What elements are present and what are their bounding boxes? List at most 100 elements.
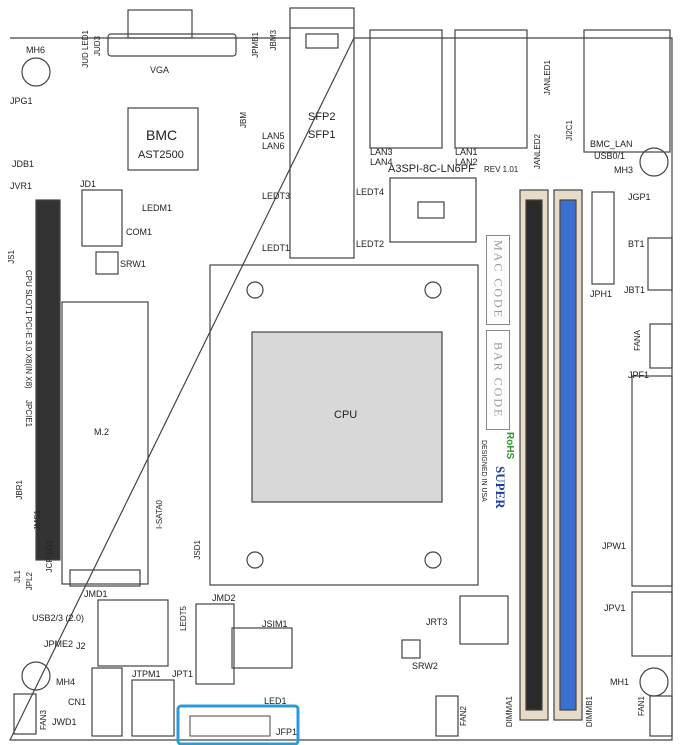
jpw1-connector (631, 375, 673, 587)
bmc-chip (127, 107, 199, 171)
label-jpmb1: JPMB1 (251, 32, 260, 58)
label-bmc-lan: BMC_LAN (590, 139, 633, 149)
jsim1-slot (231, 627, 293, 669)
jph1-header (591, 191, 615, 285)
label-dimmb1: DIMMB1 (585, 696, 594, 728)
bar-code-label: BAR CODE (486, 330, 510, 430)
fana-header (649, 323, 673, 369)
label-jmd1: JMD1 (84, 589, 108, 599)
label-fana: FANA (633, 330, 642, 351)
vga-flange (107, 33, 237, 57)
jmd2-slot (195, 603, 235, 685)
label-ledt1: LEDT1 (262, 243, 291, 253)
pcie-slot (35, 199, 61, 561)
label-ledt3: LEDT3 (262, 191, 291, 201)
label-jwd1: JWD1 (52, 717, 77, 727)
label-jpl2: JPL2 (25, 572, 34, 591)
fan3-header (13, 693, 37, 735)
label-j2: J2 (76, 641, 86, 651)
label-designed: DESIGNED IN USA (480, 440, 487, 502)
label-jph1: JPH1 (590, 289, 613, 299)
label-rev: REV 1.01 (484, 165, 519, 174)
label-usb23: USB2/3 (2.0) (32, 613, 85, 623)
label-bt1: BT1 (628, 239, 645, 249)
jmd1-chip (97, 599, 169, 667)
label-srw2: SRW2 (412, 661, 438, 671)
mh1-hole (639, 667, 669, 697)
label-jbr1: JBR1 (15, 480, 24, 500)
label-jud: JUD3 (93, 36, 102, 57)
sfp-cage (289, 7, 355, 259)
label-jpf1: JPF1 (628, 370, 650, 380)
srw1 (95, 251, 119, 275)
label-jtpm1: JTPM1 (132, 669, 161, 679)
label-jpme2: JPME2 (44, 639, 74, 649)
label-ledt5: LEDT5 (179, 606, 188, 631)
label-cpu: CPU (334, 409, 358, 421)
label-lan5: LAN5 (262, 131, 285, 141)
label-lan4: LAN4 (370, 157, 393, 167)
label-sfp2: SFP2 (308, 111, 336, 123)
label-m2: M.2 (94, 427, 110, 437)
label-fan1: FAN1 (637, 696, 646, 717)
label-ast: AST2500 (138, 149, 184, 161)
srw2 (401, 639, 421, 659)
label-janled2: JANLED2 (533, 134, 542, 170)
mac-code-label: MAC CODE (486, 235, 510, 325)
label-i-sata0: I-SATA0 (155, 500, 164, 530)
vga-connector (127, 9, 193, 39)
label-jd1: JD1 (80, 179, 97, 189)
jtpm1-header (131, 679, 175, 737)
label-jmd2: JMD2 (212, 593, 236, 603)
label-cn1: CN1 (68, 697, 87, 707)
lan12-jack (454, 29, 528, 149)
label-bmc: BMC (146, 127, 178, 143)
label-jdb1: JDB1 (12, 159, 35, 169)
label-super: SUPER (493, 466, 508, 509)
jd1-header (81, 189, 123, 247)
lan-controller (389, 177, 477, 243)
label-usb01: USB0/1 (594, 151, 626, 161)
label-jbm: JBM3 (269, 30, 278, 51)
label-rohs: RoHS (504, 432, 515, 460)
cpu-die (251, 331, 443, 503)
label-js1: JS1 (7, 250, 16, 264)
fan1-header (649, 695, 673, 737)
label-jsim1: JSIM1 (262, 619, 288, 629)
label-lan3: LAN3 (370, 147, 393, 157)
jpv1-connector (631, 591, 673, 657)
label-vga: VGA (150, 65, 170, 75)
cpu-heatsink (209, 264, 479, 586)
label-mh3: MH3 (614, 165, 634, 175)
m2-module (61, 301, 149, 585)
chip-u (459, 595, 509, 645)
label-mh4: MH4 (56, 677, 76, 687)
label-jsd1: JSD1 (193, 540, 202, 560)
label-fan2: FAN2 (459, 706, 468, 727)
label-jpw1: JPW1 (602, 541, 627, 551)
label-jgp1: JGP1 (628, 192, 651, 202)
label-i2c1: JI2C1 (565, 120, 574, 141)
label-ledt2: LEDT2 (356, 239, 385, 249)
cn1-connector (91, 667, 123, 737)
label-janled1: JANLED1 (543, 60, 552, 96)
mh6-hole (21, 57, 51, 87)
label-jpt1: JPT1 (172, 669, 194, 679)
lan34-jack (369, 29, 443, 149)
fan2-header (435, 695, 459, 737)
label-srw1: SRW1 (120, 259, 146, 269)
label-jbm2: JBM (239, 112, 248, 128)
label-dimma1: DIMMA1 (505, 696, 514, 728)
label-jrt3: JRT3 (426, 617, 448, 627)
bmc-lan-jack (583, 29, 671, 153)
label-jms1: JMS1 (33, 510, 42, 531)
label-jfp1: JFP1 (276, 727, 298, 737)
label-lan1: LAN1 (455, 147, 478, 157)
label-jcp-ld1: JCP-LD1 (45, 540, 54, 573)
label-com1: COM1 (126, 227, 153, 237)
label-jbt1: JBT1 (624, 285, 646, 295)
label-fan3: FAN3 (39, 710, 48, 731)
label-lan2: LAN2 (455, 157, 478, 167)
